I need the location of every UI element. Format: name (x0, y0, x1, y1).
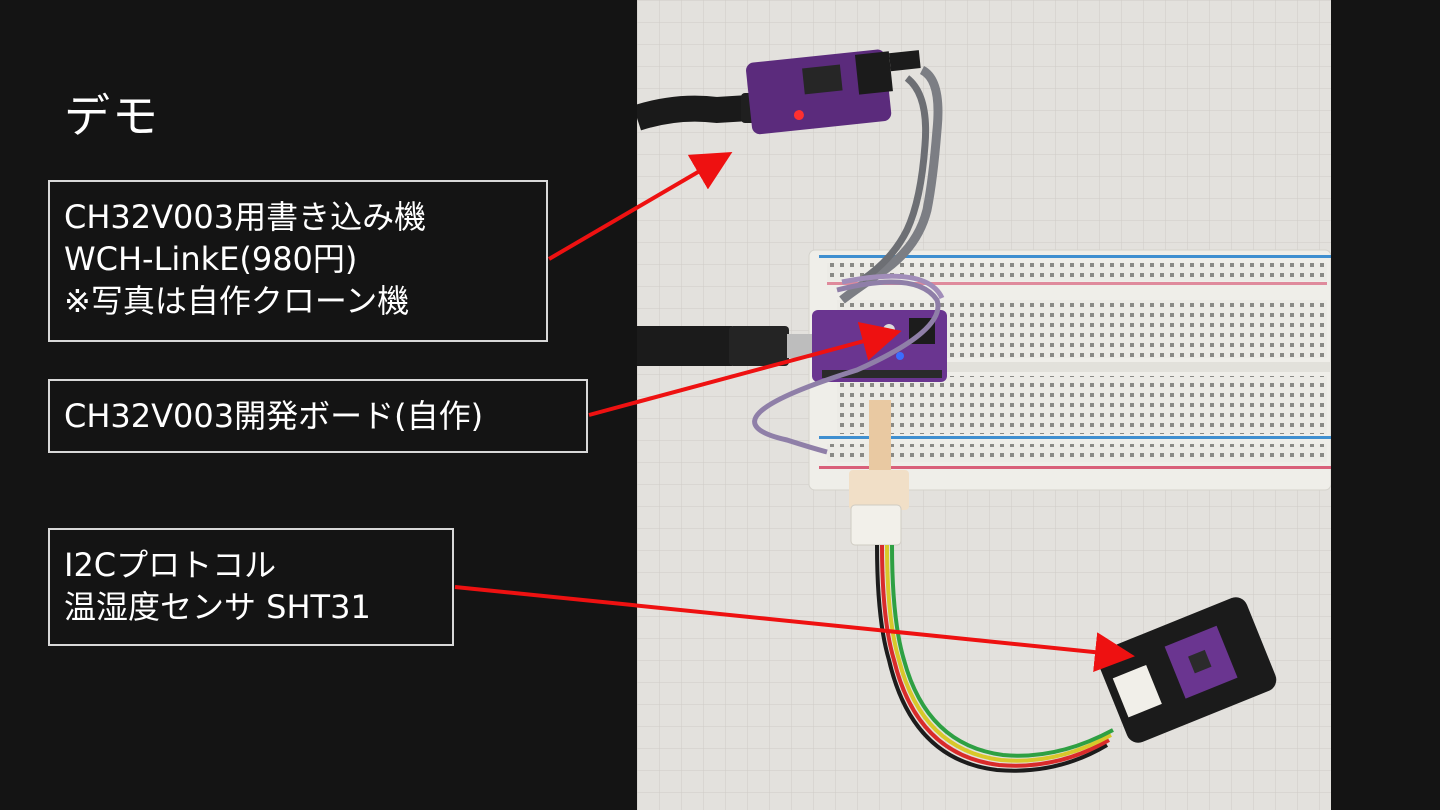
callout-line: I2Cプロトコル (64, 546, 277, 584)
callout-sensor: I2Cプロトコル 温湿度センサ SHT31 (48, 528, 454, 646)
usb-cable-top (637, 95, 750, 131)
callout-dev-board: CH32V003開発ボード(自作) (48, 379, 588, 453)
sensor-connector (849, 400, 909, 546)
callout-wch-linke: CH32V003用書き込み機 WCH-LinkE(980円) ※写真は自作クロー… (48, 180, 548, 342)
callout-line: CH32V003開発ボード(自作) (64, 397, 484, 435)
callout-line: WCH-LinkE(980円) (64, 240, 358, 278)
callout-line: ※写真は自作クローン機 (64, 282, 410, 320)
callout-line: 温湿度センサ SHT31 (64, 588, 371, 626)
hardware-photo (637, 0, 1331, 810)
breadboard (808, 249, 1331, 491)
slide-title: デモ (64, 89, 160, 143)
sht31-board (1097, 597, 1277, 743)
dev-board (812, 310, 947, 382)
wch-linke-board (746, 49, 921, 135)
callout-line: CH32V003用書き込み機 (64, 198, 427, 236)
